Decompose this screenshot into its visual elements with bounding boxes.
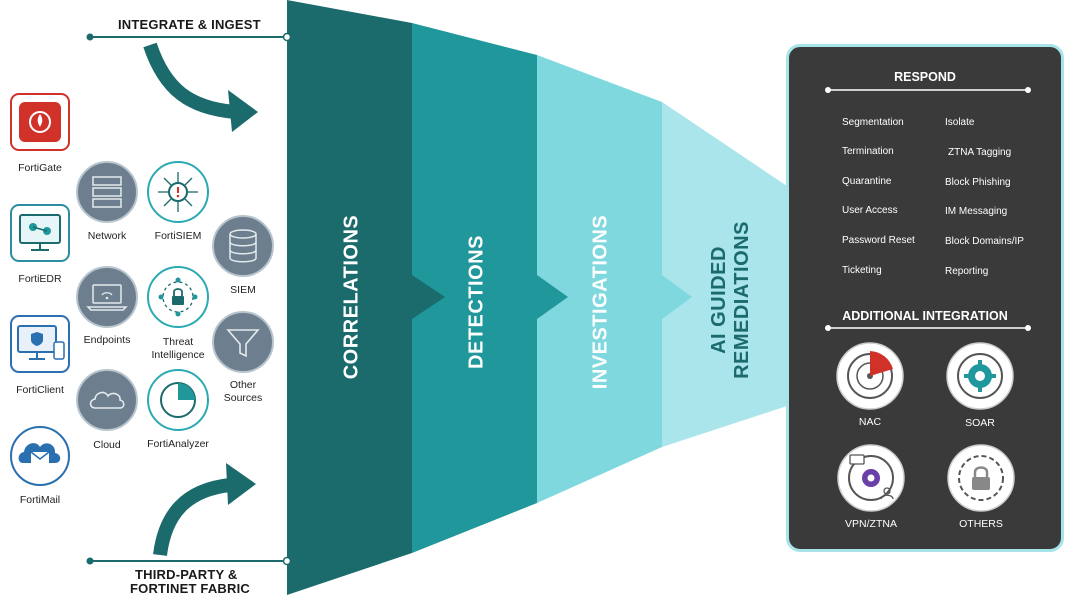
radar-icon	[836, 342, 904, 410]
endpoints-laptop-icon	[76, 266, 138, 328]
stage-remediations-band	[662, 102, 790, 447]
vpn-gear-icon	[837, 444, 905, 512]
additional-divider	[825, 325, 1031, 331]
respond-left-3: Quarantine	[842, 176, 892, 187]
respond-right-5: Block Domains/IP	[945, 236, 1024, 247]
ingest-arrow-top	[143, 42, 258, 132]
mail-cloud-icon	[10, 426, 70, 486]
stage-correlations-band	[287, 0, 412, 595]
siem-label: SIEM	[230, 284, 256, 296]
other-sources-funnel-icon	[212, 311, 274, 373]
vpn-ztna-label: VPN/ZTNA	[845, 518, 897, 530]
third-party-title-line1: THIRD-PARTY &	[135, 567, 238, 582]
fortianalyzer-label: FortiAnalyzer	[147, 438, 209, 450]
respond-title: RESPOND	[894, 70, 956, 84]
stage-remediations-label: AI GUIDED REMEDIATIONS	[708, 221, 754, 379]
stage-detections-label: DETECTIONS	[465, 235, 488, 369]
fortisiem-icon	[147, 161, 209, 223]
integrate-ingest-title: INTEGRATE & INGEST	[118, 17, 261, 32]
respond-divider	[825, 87, 1031, 93]
client-devices-icon	[10, 315, 70, 373]
ingest-arrow-bottom	[153, 463, 256, 557]
gear-icon	[946, 342, 1014, 410]
fortigate-label: FortiGate	[18, 162, 62, 174]
stage-remediations-line1: AI GUIDED	[708, 246, 730, 354]
fortianalyzer-icon	[147, 369, 209, 431]
stage-investigations-label: INVESTIGATIONS	[589, 214, 612, 390]
cloud-icon	[76, 369, 138, 431]
fortiedr-label: FortiEDR	[18, 273, 62, 285]
respond-right-4: IM Messaging	[945, 206, 1008, 217]
stage-investigations-band	[537, 55, 662, 503]
fortisiem-label: FortiSIEM	[154, 230, 202, 242]
stage-arrow-2	[537, 275, 568, 319]
stage-remediations-line2: REMEDIATIONS	[731, 221, 753, 379]
respond-left-2: Termination	[842, 146, 894, 157]
respond-left-4: User Access	[842, 205, 898, 216]
respond-right-1: Isolate	[945, 117, 975, 128]
other-sources-label-line1: Other	[229, 379, 257, 391]
forticlient-label: FortiClient	[16, 384, 64, 396]
respond-right-6: Reporting	[945, 266, 989, 277]
third-party-title-line2: FORTINET FABRIC	[130, 581, 250, 596]
stage-correlations-label: CORRELATIONS	[340, 214, 363, 380]
respond-panel	[786, 44, 1064, 552]
network-server-icon	[76, 161, 138, 223]
threat-intelligence-icon	[147, 266, 209, 328]
nac-label: NAC	[858, 416, 882, 428]
stage-arrow-3	[662, 275, 692, 319]
threat-intelligence-label-line1: Threat	[162, 336, 194, 348]
respond-right-3: Block Phishing	[945, 177, 1011, 188]
threat-intelligence-label-line2: Intelligence	[151, 349, 205, 361]
additional-integration-title: ADDITIONAL INTEGRATION	[842, 309, 1008, 323]
siem-database-icon	[212, 215, 274, 277]
stage-detections-band	[412, 23, 537, 553]
soar-label: SOAR	[965, 417, 995, 429]
stage-arrow-1	[412, 275, 445, 319]
other-sources-label-line2: Sources	[223, 392, 263, 404]
fortimail-label: FortiMail	[19, 494, 61, 506]
respond-left-5: Password Reset	[842, 235, 915, 246]
endpoint-monitor-icon	[10, 204, 70, 262]
respond-left-6: Ticketing	[842, 265, 882, 276]
endpoints-label: Endpoints	[83, 334, 131, 346]
network-label: Network	[87, 230, 127, 242]
others-label: OTHERS	[959, 518, 1003, 530]
firewall-icon	[10, 93, 70, 151]
respond-left-1: Segmentation	[842, 117, 904, 128]
respond-right-2: ZTNA Tagging	[948, 147, 1012, 158]
cloud-label: Cloud	[93, 439, 121, 451]
lock-icon	[947, 444, 1015, 512]
